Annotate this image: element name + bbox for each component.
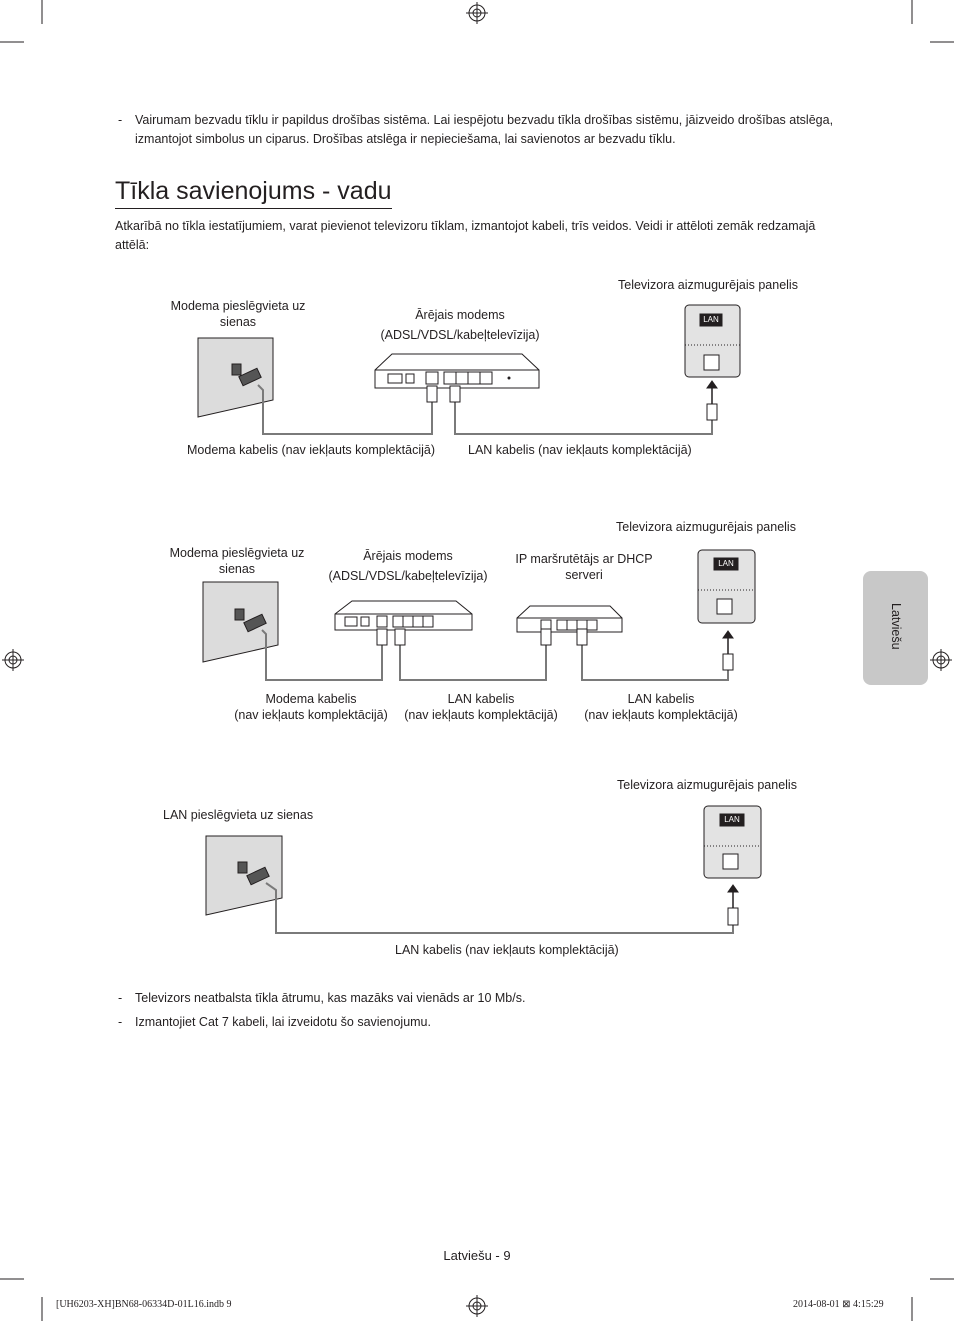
lan-port-label: LAN <box>703 315 719 324</box>
tv-panel-label: Televizora aizmugurējais panelis <box>618 278 798 292</box>
bullet-dash: - <box>118 991 123 1005</box>
lan-cable-note: (nav iekļauts komplektācijā) <box>584 708 738 722</box>
modem-type-label: (ADSL/VDSL/kabeļtelevīzija) <box>328 569 488 583</box>
registration-mark-left <box>2 649 24 671</box>
intro-bullet: - Vairumam bezvadu tīklu ir papildus dro… <box>118 111 838 149</box>
lan-port-label: LAN <box>718 559 734 568</box>
registration-mark-bottom <box>466 1295 488 1317</box>
wall-port-label: Modema pieslēgvieta uz sienas <box>170 299 306 329</box>
language-side-tab: Latviešu <box>863 571 928 685</box>
bullet-dash: - <box>118 113 123 127</box>
section-description: Atkarībā no tīkla iestatījumiem, varat p… <box>115 219 816 252</box>
modem-device <box>374 353 540 389</box>
modem-label: Ārējais modems <box>363 549 453 563</box>
lan-port-label: LAN <box>724 815 740 824</box>
wall-socket <box>205 835 283 916</box>
modem-cable-note: (nav iekļauts komplektācijā) <box>234 708 388 722</box>
footer-timestamp: 2014-08-01 ⊠ 4:15:29 <box>793 1299 884 1310</box>
note-item: - Televizors neatbalsta tīkla ātrumu, ka… <box>118 989 838 1008</box>
lan-cable-note: (nav iekļauts komplektācijā) <box>404 708 558 722</box>
wall-socket <box>202 581 279 663</box>
diagram-1 <box>197 304 741 435</box>
tv-panel <box>703 805 762 879</box>
modem-type-label: (ADSL/VDSL/kabeļtelevīzija) <box>380 328 540 342</box>
footer-file-info: [UH6203-XH]BN68-06334D-01L16.indb 9 <box>56 1299 232 1310</box>
lan-cable-label: LAN kabelis <box>447 692 515 706</box>
page-number: Latviešu - 9 <box>443 1248 511 1263</box>
language-tab-label: Latviešu <box>889 603 903 650</box>
diagram-3 <box>205 805 762 934</box>
modem-label: Ārējais modems <box>415 308 505 322</box>
wall-port-label: Modema pieslēgvieta uz sienas <box>169 546 305 576</box>
section-title: Tīkla savienojums - vadu <box>115 176 392 209</box>
note-text: Televizors neatbalsta tīkla ātrumu, kas … <box>135 991 526 1005</box>
wall-port-label: LAN pieslēgvieta uz sienas <box>163 808 314 822</box>
modem-device <box>334 600 473 631</box>
wall-socket <box>197 337 274 418</box>
note-text: Izmantojiet Cat 7 kabeli, lai izveidotu … <box>135 1015 431 1029</box>
tv-panel-label: Televizora aizmugurējais panelis <box>617 778 797 792</box>
tv-panel <box>697 549 756 624</box>
lan-cable-label: LAN kabelis <box>627 692 695 706</box>
note-item: - Izmantojiet Cat 7 kabeli, lai izveidot… <box>118 1013 838 1032</box>
diagram-2 <box>202 549 756 681</box>
tv-panel <box>684 304 741 378</box>
registration-mark-top <box>466 2 488 24</box>
registration-mark-right <box>930 649 952 671</box>
modem-cable-label: Modema kabelis <box>265 692 357 706</box>
modem-cable-label: Modema kabelis (nav iekļauts komplektāci… <box>187 443 436 457</box>
router-device <box>516 605 623 633</box>
tv-panel-label: Televizora aizmugurējais panelis <box>616 520 796 534</box>
lan-cable-label: LAN kabelis (nav iekļauts komplektācijā) <box>395 943 619 957</box>
router-label: IP maršrutētājs ar DHCP serveri <box>515 552 653 582</box>
lan-cable-label: LAN kabelis (nav iekļauts komplektācijā) <box>468 443 692 457</box>
bullet-dash: - <box>118 1015 123 1029</box>
intro-text: Vairumam bezvadu tīklu ir papildus drošī… <box>135 113 834 146</box>
